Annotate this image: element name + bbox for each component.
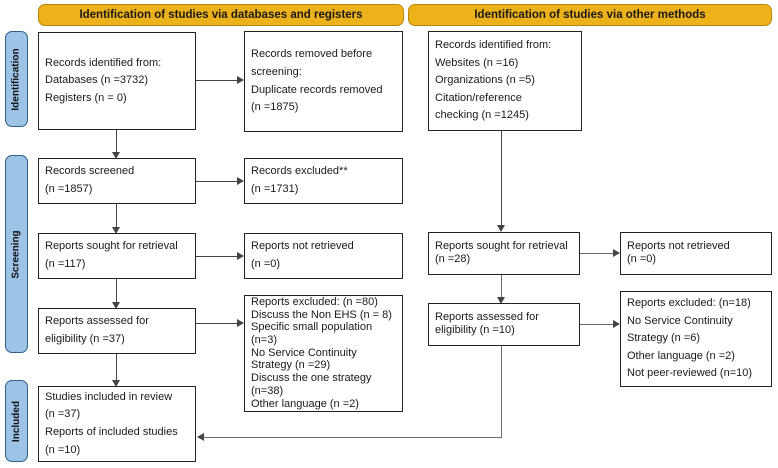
connector-sought-other-to-notretrieved xyxy=(580,253,613,255)
box-reports-assessed-other: Reports assessed for eligibility (n =10) xyxy=(428,303,580,346)
connector-assessed-other-to-excluded xyxy=(580,324,613,326)
arrowhead-down xyxy=(111,380,120,387)
box-line: (n =0) xyxy=(251,258,281,270)
header-databases-registers: Identification of studies via databases … xyxy=(38,4,404,26)
header-other-methods: Identification of studies via other meth… xyxy=(408,4,772,26)
box-line: Other language (n =2) xyxy=(251,397,359,410)
box-line: Specific small population xyxy=(251,321,373,334)
box-line: Websites (n =16) xyxy=(435,56,519,69)
box-line: Reports sought for retrieval xyxy=(435,240,568,253)
arrowhead-right xyxy=(613,249,620,258)
box-line: Records removed before xyxy=(251,48,373,61)
stage-tab-included-label: Included xyxy=(11,400,22,442)
connector-other-identified-down xyxy=(501,131,503,227)
box-records-identified-other-methods: Records identified from: Websites (n =16… xyxy=(428,31,582,131)
box-records-identified-databases: Records identified from: Databases (n =3… xyxy=(38,32,196,130)
arrowhead-right xyxy=(237,319,244,328)
arrowhead-right xyxy=(237,252,244,261)
box-line: (n=38) xyxy=(251,384,284,397)
box-line: eligibility (n =10) xyxy=(435,324,515,337)
box-line: Databases (n =3732) xyxy=(45,74,149,87)
box-line: Discuss the one strategy xyxy=(251,372,372,385)
box-line: (n =10) xyxy=(45,443,81,456)
connector-other-elbow-vertical xyxy=(501,346,503,438)
box-reports-assessed-databases: Reports assessed for eligibility (n =37) xyxy=(38,308,196,354)
connector-other-elbow-horizontal xyxy=(204,437,502,439)
box-reports-not-retrieved-other: Reports not retrieved (n =0) xyxy=(620,232,772,275)
arrowhead-down xyxy=(111,152,120,159)
box-line: (n =37) xyxy=(45,408,81,421)
arrowhead-down xyxy=(111,302,120,309)
box-line: Reports excluded: (n=18) xyxy=(627,297,751,310)
connector-sought-other-down xyxy=(501,275,503,299)
box-line: Strategy (n =6) xyxy=(627,332,701,345)
box-line: (n =1857) xyxy=(45,183,93,195)
box-line: Reports not retrieved xyxy=(251,240,354,253)
box-studies-included: Studies included in review (n =37) Repor… xyxy=(38,386,196,462)
arrowhead-right xyxy=(613,320,620,329)
box-line: Reports assessed for xyxy=(45,315,149,328)
box-line: Records screened xyxy=(45,165,135,178)
header-databases-registers-label: Identification of studies via databases … xyxy=(79,9,363,21)
box-line: (n=3) xyxy=(251,334,277,346)
box-line: (n =1731) xyxy=(251,183,299,195)
arrowhead-down xyxy=(496,297,505,304)
stage-tab-identification: Identification xyxy=(5,31,28,127)
box-line: Reports assessed for xyxy=(435,311,539,324)
box-line: Records excluded** xyxy=(251,165,348,178)
connector-assessed-to-excluded xyxy=(196,323,237,325)
arrowhead-left xyxy=(197,433,204,442)
box-line: Discuss the Non EHS (n = 8) xyxy=(251,308,392,321)
box-line: Not peer-reviewed (n=10) xyxy=(627,367,753,380)
box-line: eligibility (n =37) xyxy=(45,333,125,345)
arrowhead-right xyxy=(237,177,244,186)
box-line: Reports excluded: (n =80) xyxy=(251,295,378,308)
connector-identified-to-removed xyxy=(196,80,237,82)
box-line: Reports not retrieved xyxy=(627,240,730,253)
box-line: Other language (n =2) xyxy=(627,349,735,362)
header-other-methods-label: Identification of studies via other meth… xyxy=(474,9,706,21)
box-line: (n =117) xyxy=(45,258,86,270)
arrowhead-down xyxy=(496,225,505,232)
box-line: No Service Continuity xyxy=(251,346,357,359)
box-line: Strategy (n =29) xyxy=(251,359,331,372)
connector-sought-to-notretrieved xyxy=(196,256,237,258)
stage-tab-included: Included xyxy=(5,380,28,462)
box-line: Organizations (n =5) xyxy=(435,74,535,87)
box-line: (n =28) xyxy=(435,253,471,266)
box-reports-sought-databases: Reports sought for retrieval (n =117) xyxy=(38,233,196,279)
box-line: (n =0) xyxy=(627,253,657,266)
stage-tab-screening: Screening xyxy=(5,155,28,353)
box-reports-not-retrieved-databases: Reports not retrieved (n =0) xyxy=(244,233,403,279)
box-line: Registers (n = 0) xyxy=(45,91,127,104)
arrowhead-down xyxy=(111,227,120,234)
arrowhead-right xyxy=(237,76,244,85)
box-records-excluded: Records excluded** (n =1731) xyxy=(244,158,403,204)
box-line: Records identified from: xyxy=(45,56,162,69)
box-line: checking (n =1245) xyxy=(435,109,529,122)
connector-assessed-down xyxy=(116,354,118,382)
box-line: No Service Continuity xyxy=(627,314,733,327)
box-reports-excluded-databases: Reports excluded: (n =80) Discuss the No… xyxy=(244,295,403,412)
box-line: (n =1875) xyxy=(251,101,299,114)
stage-tab-identification-label: Identification xyxy=(11,47,23,111)
box-line: Studies included in review xyxy=(45,390,173,403)
box-records-removed-before-screening: Records removed before screening: Duplic… xyxy=(244,31,403,132)
box-reports-sought-other: Reports sought for retrieval (n =28) xyxy=(428,232,580,275)
box-line: Reports sought for retrieval xyxy=(45,240,178,253)
box-records-screened: Records screened (n =1857) xyxy=(38,158,196,204)
box-line: Reports of included studies xyxy=(45,426,178,438)
box-line: screening: xyxy=(251,65,302,78)
box-line: Records identified from: xyxy=(435,39,552,52)
connector-sought-down xyxy=(116,279,118,304)
box-line: Duplicate records removed xyxy=(251,83,383,96)
connector-screened-down xyxy=(116,204,118,229)
box-line: Citation/reference xyxy=(435,91,522,104)
connector-identified-down xyxy=(116,130,118,154)
connector-screened-to-excluded xyxy=(196,181,237,183)
box-reports-excluded-other: Reports excluded: (n=18) No Service Cont… xyxy=(620,291,772,387)
stage-tab-screening-label: Screening xyxy=(11,229,23,279)
